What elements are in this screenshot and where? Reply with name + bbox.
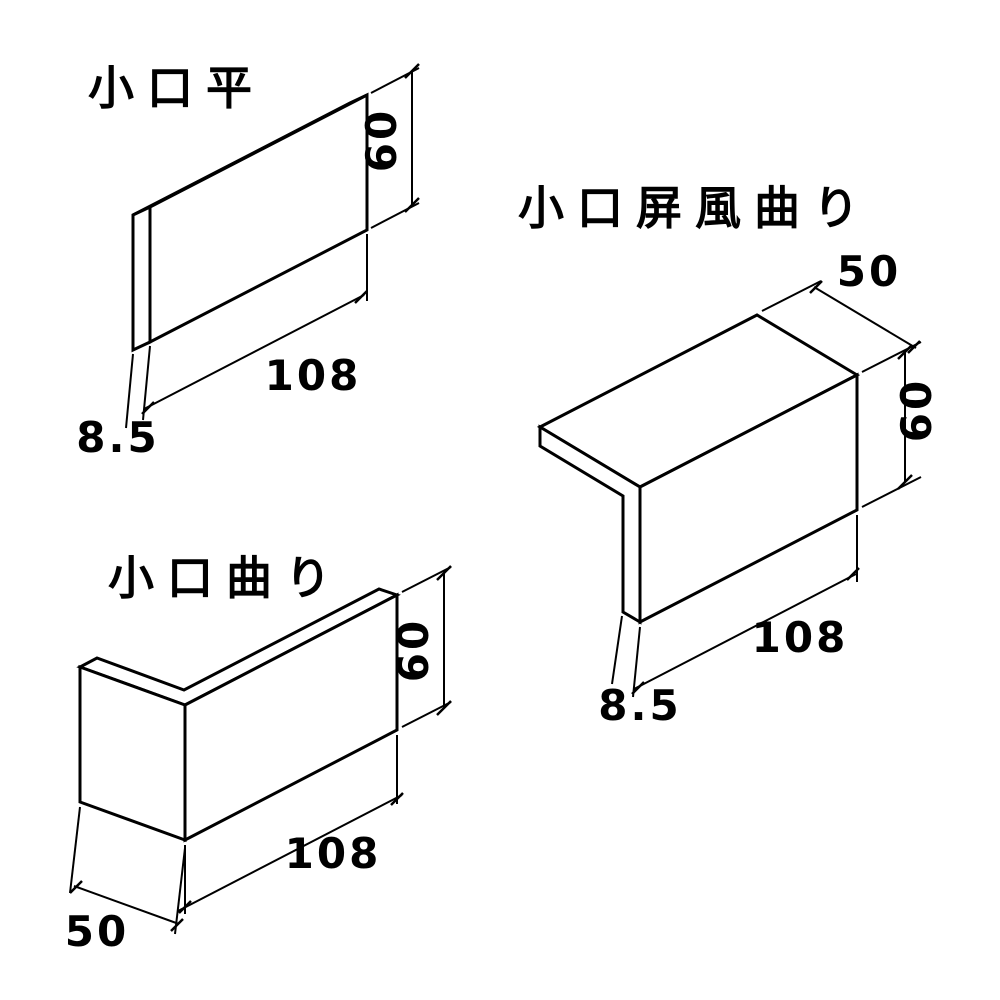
tile1-side-edge-face bbox=[131, 204, 152, 353]
tile1-width-tick-left bbox=[141, 401, 155, 415]
tile3-depth-tick-right bbox=[170, 918, 184, 932]
tile2-height-label: 60 bbox=[892, 378, 941, 442]
tile2-thickness-ext-left bbox=[611, 615, 623, 685]
tile2-title: 小口屏風曲り bbox=[518, 181, 872, 235]
tile2-front-face bbox=[638, 372, 859, 625]
tile3-front-face bbox=[183, 592, 399, 843]
tile-koguchi-byobu-magari: 小口屏風曲り 50 60 108 8.5 bbox=[518, 181, 941, 730]
tile3-height-tick-bottom bbox=[436, 700, 452, 716]
tile2-depth-dim-line bbox=[813, 286, 917, 349]
tile1-width-dim-line bbox=[143, 294, 365, 410]
tile-koguchi-hira: 小口平 60 108 8.5 bbox=[76, 61, 420, 462]
tile1-width-tick-right bbox=[354, 290, 368, 304]
tile1-thickness-label: 8.5 bbox=[76, 413, 159, 462]
tile2-depth-tick-front bbox=[907, 340, 921, 354]
tile2-depth-tick-back bbox=[809, 280, 823, 294]
tile3-title: 小口曲り bbox=[108, 551, 344, 605]
tile1-height-label: 60 bbox=[357, 108, 406, 172]
tile2-height-tick-bottom bbox=[897, 474, 913, 490]
tile2-width-dim-line bbox=[633, 573, 857, 690]
tile3-depth-dim-line bbox=[73, 885, 180, 925]
tile2-depth-ext-back bbox=[761, 280, 822, 312]
tile3-height-label: 60 bbox=[389, 618, 438, 682]
tile3-depth-tick-left bbox=[69, 880, 83, 894]
tile2-depth-label: 50 bbox=[837, 247, 901, 296]
tile3-height-tick-top bbox=[436, 565, 452, 581]
tile2-height-ext-bottom bbox=[861, 476, 922, 508]
tile3-height-ext-bottom bbox=[401, 701, 452, 728]
tile2-height-tick-top bbox=[897, 344, 913, 360]
tile1-height-tick-top bbox=[404, 63, 420, 79]
tile3-width-label: 108 bbox=[285, 829, 382, 878]
tile3-depth-label: 50 bbox=[65, 907, 129, 956]
tile3-width-tick-left bbox=[178, 900, 192, 914]
tile1-title: 小口平 bbox=[88, 61, 265, 115]
tile1-thickness-ext-left bbox=[125, 353, 134, 429]
tile1-front-face bbox=[148, 92, 369, 345]
tile3-width-dim-line bbox=[177, 794, 403, 912]
tile2-width-tick-right bbox=[846, 567, 860, 581]
tile2-thickness-label: 8.5 bbox=[598, 681, 681, 730]
tile3-depth-ext-right bbox=[174, 847, 186, 935]
tile1-width-label: 108 bbox=[265, 351, 362, 400]
tile3-width-tick-right bbox=[390, 792, 404, 806]
tile-koguchi-magari: 小口曲り 60 108 50 bbox=[65, 551, 452, 956]
tile2-width-label: 108 bbox=[752, 613, 849, 662]
tile1-width-ext-left bbox=[142, 345, 151, 421]
tile1-height-tick-bottom bbox=[404, 197, 420, 213]
tile3-height-ext-top bbox=[401, 566, 452, 593]
tile2-width-tick-left bbox=[631, 681, 645, 695]
tile3-depth-ext-left bbox=[69, 806, 81, 894]
tile2-width-ext-left bbox=[632, 626, 641, 698]
